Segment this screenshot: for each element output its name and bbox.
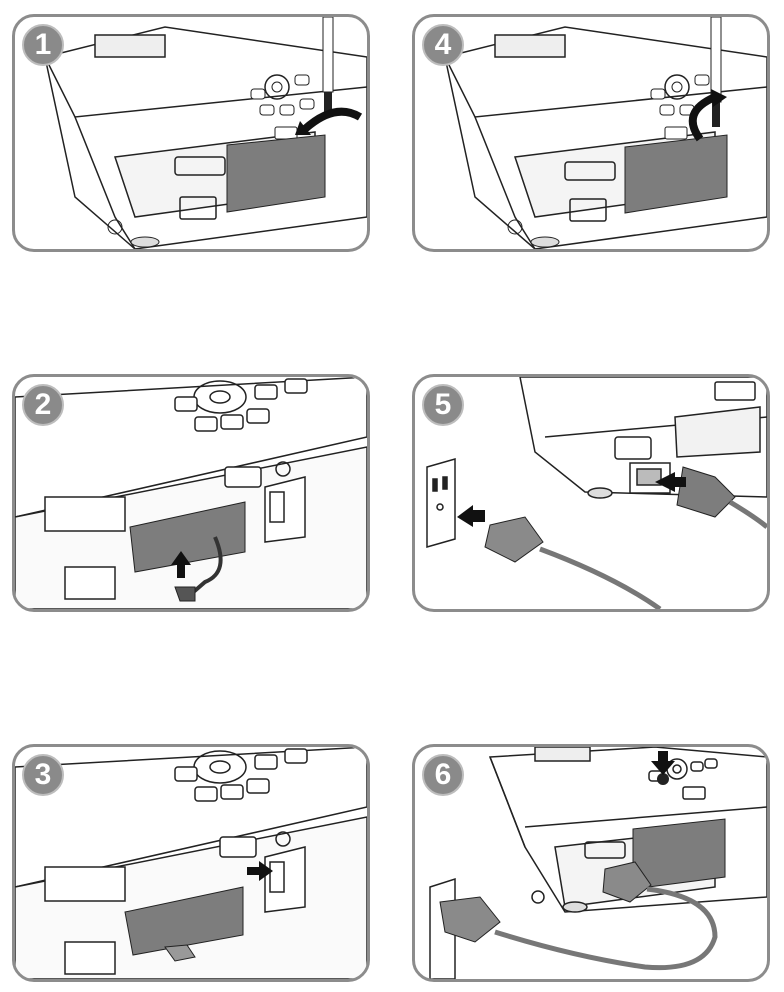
- step-1-number: 1: [22, 24, 64, 66]
- step-6-illustration: [415, 747, 767, 979]
- step-3-panel: 3: [12, 744, 370, 982]
- step-1-illustration: [15, 17, 367, 249]
- step-2-panel: 2: [12, 374, 370, 612]
- step-3-number: 3: [22, 754, 64, 796]
- step-4-number: 4: [422, 24, 464, 66]
- step-1-panel: 1: [12, 14, 370, 252]
- step-4-panel: 4: [412, 14, 770, 252]
- step-5-number: 5: [422, 384, 464, 426]
- step-3-illustration: [15, 747, 367, 979]
- step-6-panel: 6: [412, 744, 770, 982]
- step-5-illustration: [415, 377, 767, 609]
- step-5-panel: 5: [412, 374, 770, 612]
- step-2-number: 2: [22, 384, 64, 426]
- step-2-illustration: [15, 377, 367, 609]
- step-6-number: 6: [422, 754, 464, 796]
- step-4-illustration: [415, 17, 767, 249]
